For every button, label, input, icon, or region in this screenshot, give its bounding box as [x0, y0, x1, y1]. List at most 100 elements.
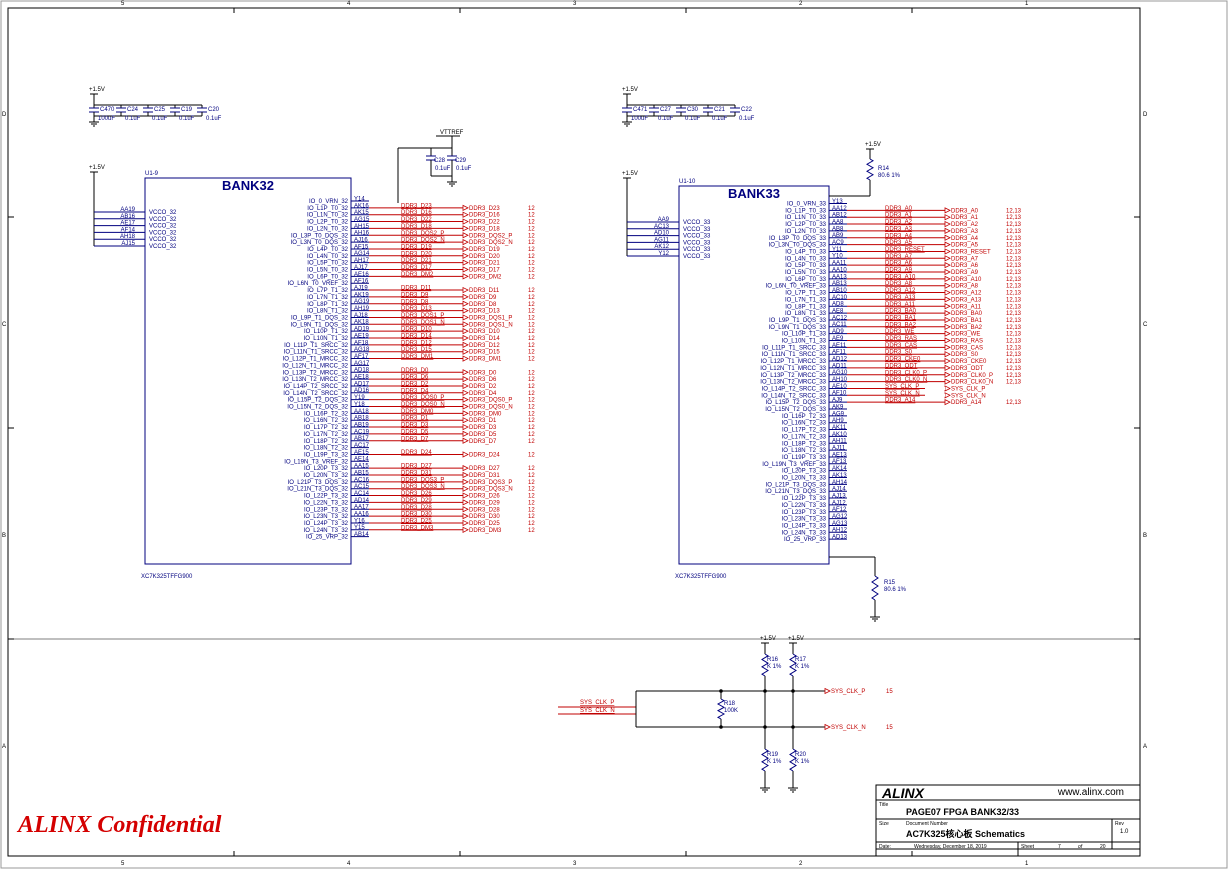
pin-number: AA8 [832, 219, 844, 225]
pin-name: IO_L2P_T0_32 [307, 220, 348, 226]
pin-name: IO_L10N_T1_33 [782, 339, 827, 345]
title-text: PAGE07 FPGA BANK32/33 [906, 807, 1019, 817]
resistor-ref: R15 [884, 580, 896, 586]
net-sheet-ref: 12,13 [1006, 277, 1022, 283]
net-port-label: DDR3_D12 [469, 343, 500, 349]
cap-value: 0.1uF [152, 116, 168, 122]
net-sheet-ref: 12 [528, 329, 535, 335]
net-port-label: DDR3_DQS0_N [469, 405, 513, 411]
pin-number: AD8 [832, 302, 844, 308]
net-sheet-ref: 12 [528, 295, 535, 301]
pin-name: IO_L10P_T1_32 [304, 329, 349, 335]
net-port-arrow [944, 323, 951, 330]
pin-number: AG13 [832, 521, 848, 527]
pin-name: IO_L19N_T3_VREF_33 [762, 462, 826, 468]
cap-value: 0.1uF [658, 116, 674, 122]
resistor-symbol [761, 748, 769, 772]
pin-number: Y10 [832, 254, 843, 260]
net-port-label: DDR3_D19 [469, 247, 500, 253]
resistor-value: K 1% [795, 664, 810, 670]
pin-number: AF13 [832, 459, 847, 465]
pin-number: AB8 [832, 226, 844, 232]
pin-number: AF12 [832, 507, 847, 513]
net-label: DDR3_D12 [401, 340, 432, 346]
resistor-value: K 1% [767, 759, 782, 765]
col-label-top: 4 [347, 1, 351, 7]
pin-name: IO_L15P_T2_DQS_33 [766, 400, 827, 406]
net-sheet-ref: 12,13 [1006, 291, 1022, 297]
pin-number: AB15 [354, 470, 369, 476]
pin-number: Y12 [658, 251, 669, 257]
net-label: DDR3_D30 [401, 512, 432, 518]
net-label: DDR3_A3 [885, 226, 913, 232]
net-port-label: DDR3_A5 [951, 243, 979, 249]
cap-value: 0.1uF [125, 116, 141, 122]
net-sheet-ref: 12 [528, 350, 535, 356]
net-label: DDR3_A1 [885, 213, 913, 219]
pin-number: AE17 [120, 221, 135, 227]
pin-number: AH11 [832, 439, 847, 445]
pin-name: IO_L12P_T1_MRCC_32 [283, 357, 349, 363]
resistor-symbol [866, 158, 874, 181]
net-sheet-ref: 12,13 [1006, 243, 1022, 249]
net-sheet-ref: 12,13 [1006, 318, 1022, 324]
pin-number: AG12 [832, 514, 848, 520]
resistor-ref: R17 [795, 657, 807, 663]
net-sheet-ref: 12 [528, 233, 535, 239]
net-port-arrow [462, 314, 469, 321]
net-sheet-ref: 12 [528, 261, 535, 267]
net-port-label: DDR3_D5 [469, 432, 497, 438]
pin-number: AC12 [832, 315, 848, 321]
net-label: DDR3_D10 [401, 327, 432, 333]
pin-name: IO_0_VRN_33 [787, 202, 827, 208]
net-port-label: DDR3_D25 [469, 521, 500, 527]
pin-number: AG17 [354, 361, 370, 367]
capacitor-symbol [197, 107, 207, 113]
net-sheet-ref: 12,13 [1006, 352, 1022, 358]
pin-number: AD17 [354, 381, 370, 387]
cap-ref: C22 [741, 107, 753, 113]
ic-part: XC7K325TFFG900 [675, 574, 727, 580]
net-port-arrow [944, 248, 951, 255]
pin-number: AD18 [354, 368, 370, 374]
net-port-arrow [462, 218, 469, 225]
net-label: DDR3_D22 [401, 217, 432, 223]
pin-name: VCCO_32 [149, 224, 177, 230]
pin-name: VCCO_32 [149, 244, 177, 250]
pin-name: VCCO_33 [683, 247, 711, 253]
pin-number: AC13 [654, 224, 670, 230]
pin-number: AB14 [354, 532, 369, 538]
net-port-arrow [944, 241, 951, 248]
row-label-left: D [2, 112, 7, 118]
net-label: DDR3_A11 [885, 302, 916, 308]
pin-name: IO_L5P_T0_33 [785, 263, 826, 269]
net-port-label: DDR3_ODT [951, 366, 984, 372]
net-port-arrow [944, 275, 951, 282]
net-port-label: DDR3_D30 [469, 514, 500, 520]
net-label: DDR3_DM1 [401, 354, 434, 360]
net-port-label: DDR3_BA2 [951, 325, 983, 331]
net-port-label: DDR3_D20 [469, 254, 500, 260]
net-label: DDR3_D1 [401, 416, 429, 422]
pin-name: IO_L1N_T0_33 [785, 215, 827, 221]
pin-number: AA10 [832, 267, 847, 273]
alinx-logo: ALINX [881, 785, 926, 801]
pin-name: IO_L9P_T1_DQS_32 [291, 315, 349, 321]
power-symbol: +1.5V [622, 87, 638, 95]
ic-ref: U1-9 [145, 171, 159, 177]
resistor-symbol [789, 653, 797, 677]
pin-name: IO_L19N_T3_VREF_32 [284, 459, 348, 465]
pin-name: IO_L17P_T2_33 [782, 428, 827, 434]
ic-part: XC7K325TFFG900 [141, 574, 193, 580]
pin-name: IO_L15N_T2_DQS_33 [765, 407, 826, 413]
net-sheet-ref: 12 [528, 213, 535, 219]
net-sheet-ref: 12 [528, 473, 535, 479]
resistor-ref: R18 [724, 701, 736, 707]
pin-name: IO_L23N_T3_32 [304, 514, 349, 520]
pin-number: AE10 [832, 384, 847, 390]
net-port-arrow [944, 303, 951, 310]
pin-name: IO_L5N_T0_32 [307, 268, 349, 274]
pin-name: IO_L22P_T3_32 [304, 494, 349, 500]
